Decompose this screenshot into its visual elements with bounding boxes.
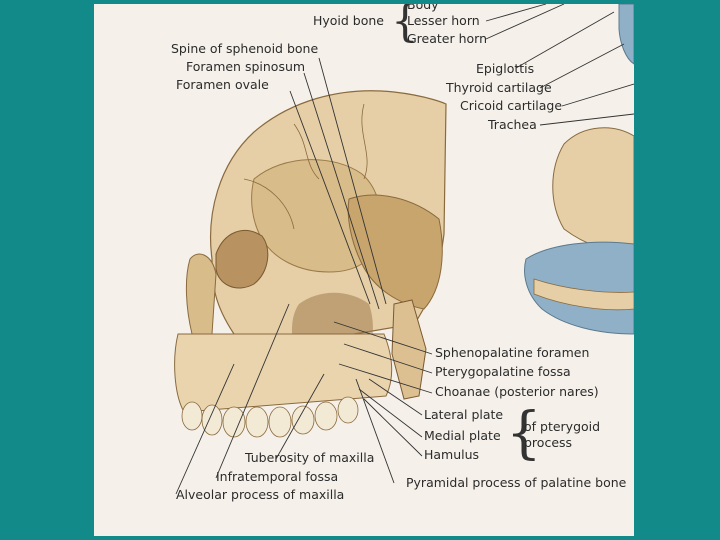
hyoid-fragment [618, 4, 634, 65]
label-lateral-plate: Lateral plate [424, 407, 504, 422]
leader-lines [175, 4, 634, 495]
nasal-cavity [185, 253, 217, 335]
skull-illustration [174, 4, 634, 495]
label-foramen-spinosum: Foramen spinosum [186, 59, 306, 74]
label-tuberosity-of-maxilla: Tuberosity of maxilla [245, 450, 375, 465]
label-process: process [524, 435, 573, 450]
label-trachea: Trachea [488, 117, 537, 132]
label-of-pterygoid: of pterygoid [524, 419, 601, 434]
label-epiglottis: Epiglottis [476, 61, 535, 76]
cricoid-cartilage [524, 241, 634, 335]
label-foramen-ovale: Foramen ovale [176, 77, 269, 92]
skull [174, 90, 447, 438]
label-medial-plate: Medial plate [424, 428, 501, 443]
label-cricoid-cartilage: Cricoid cartilage [460, 98, 563, 113]
label-pyramidal-process: Pyramidal process of palatine bone [406, 475, 627, 490]
label-sphenopalatine-foramen: Sphenopalatine foramen [435, 345, 590, 360]
label-pterygopalatine-fossa: Pterygopalatine fossa [435, 364, 571, 379]
hyoid-brace: { [391, 4, 419, 47]
maxilla [174, 333, 393, 413]
label-body: Body [407, 4, 439, 12]
label-alveolar-process: Alveolar process of maxilla [176, 487, 345, 502]
label-infratemporal-fossa: Infratemporal fossa [216, 469, 339, 484]
teeth [181, 396, 359, 438]
larynx [524, 4, 634, 335]
sphenoid-area [347, 194, 443, 310]
label-greater-horn: Greater horn [407, 31, 488, 46]
thyroid-cartilage [552, 127, 634, 251]
label-choanae: Choanae (posterior nares) [435, 384, 599, 399]
label-spine-of-sphenoid: Spine of sphenoid bone [171, 41, 319, 56]
sutures [243, 103, 368, 230]
orbit [215, 229, 269, 289]
label-hyoid-bone: Hyoid bone [312, 13, 384, 28]
pterygoid-brace: { [506, 401, 542, 466]
label-hamulus: Hamulus [424, 447, 480, 462]
illustration-plate: Body Hyoid bone { Lesser horn Greater ho… [94, 4, 634, 536]
label-thyroid-cartilage: Thyroid cartilage [446, 80, 552, 95]
pterygoid-process [391, 299, 427, 400]
trachea-ring [533, 278, 634, 311]
label-lesser-horn: Lesser horn [407, 13, 480, 28]
